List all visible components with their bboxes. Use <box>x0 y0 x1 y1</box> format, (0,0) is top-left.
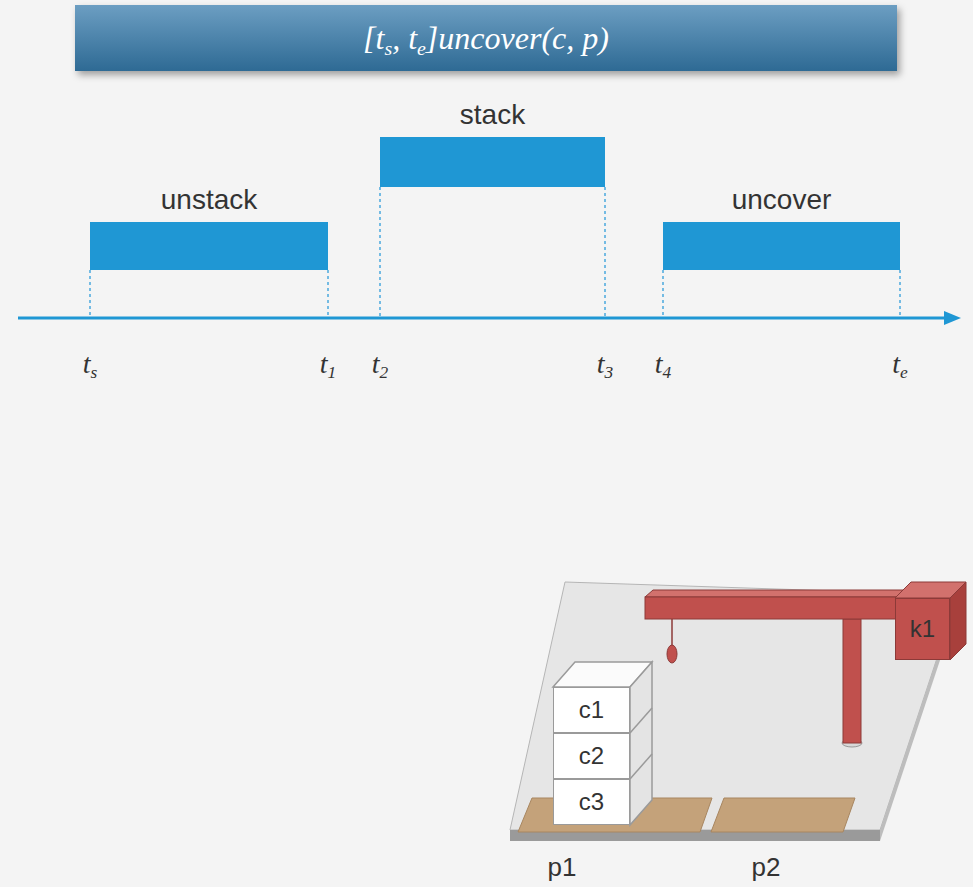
container-box: c1 <box>553 687 630 733</box>
crane-hook <box>667 645 677 663</box>
pile-label: p1 <box>548 852 577 882</box>
subscript: 1 <box>328 363 337 382</box>
time-point: t3 <box>597 348 613 379</box>
pile-pad <box>711 798 855 832</box>
container-seam <box>630 754 652 779</box>
action-bar: uncover <box>663 174 900 270</box>
dashed-marker <box>379 187 381 318</box>
time-point: t2 <box>372 348 388 379</box>
axis-arrowhead <box>944 311 961 325</box>
box-label: c1 <box>579 696 604 724</box>
dashed-marker <box>327 270 329 318</box>
subscript: s <box>91 363 98 382</box>
box-label: c2 <box>579 742 604 770</box>
subscript: 3 <box>605 363 614 382</box>
hook-cable <box>671 619 673 646</box>
bar-caption: stack <box>380 89 605 137</box>
interval-bar <box>90 222 328 270</box>
label-anchor: te <box>892 348 908 380</box>
action-label: unstack <box>161 184 258 216</box>
action-bar: unstack <box>90 174 328 270</box>
container-box: c3 <box>553 779 630 825</box>
bar-caption: unstack <box>90 174 328 222</box>
ground-plate <box>510 582 958 830</box>
dashed-marker <box>604 187 606 318</box>
subscript: s <box>384 36 392 58</box>
subscript: 2 <box>380 363 389 382</box>
box-label: k1 <box>910 615 935 643</box>
label-anchor: t2 <box>372 348 388 380</box>
time-point: t1 <box>320 348 336 379</box>
container-side <box>630 662 652 825</box>
pile-label: p2 <box>752 852 781 882</box>
time-point: te <box>892 348 908 379</box>
subscript: 4 <box>663 363 672 382</box>
time-point: ts <box>83 348 98 379</box>
label-anchor: t3 <box>597 348 613 380</box>
container-box: c2 <box>553 733 630 779</box>
dashed-marker <box>899 270 901 318</box>
crane-jib <box>645 597 900 619</box>
time-point: t4 <box>655 348 671 379</box>
weight-side <box>950 582 966 660</box>
crane-weight: k1 <box>895 598 950 660</box>
time-axis <box>18 317 948 320</box>
action-label: stack <box>460 99 525 131</box>
label-anchor: p1 <box>548 852 577 883</box>
label-anchor: t1 <box>320 348 336 380</box>
label-anchor: ts <box>83 348 98 380</box>
label-anchor: t4 <box>655 348 671 380</box>
interval-bar <box>663 222 900 270</box>
label-anchor: p2 <box>752 852 781 883</box>
container-seam <box>630 708 652 733</box>
action-bar: stack <box>380 89 605 187</box>
subscript: e <box>417 36 426 58</box>
interval-bar <box>380 137 605 187</box>
jib-top <box>645 590 908 597</box>
subscript: e <box>900 363 908 382</box>
box-label: c3 <box>579 788 604 816</box>
dashed-marker <box>662 270 664 318</box>
action-label: uncover <box>732 184 832 216</box>
title-banner: [ts, te]uncover(c, p) <box>75 5 897 71</box>
title-text: [ts, te]uncover(c, p) <box>363 20 609 57</box>
plate-side <box>880 595 958 841</box>
dashed-marker <box>89 270 91 318</box>
crane-mast <box>843 619 861 743</box>
bar-caption: uncover <box>663 174 900 222</box>
